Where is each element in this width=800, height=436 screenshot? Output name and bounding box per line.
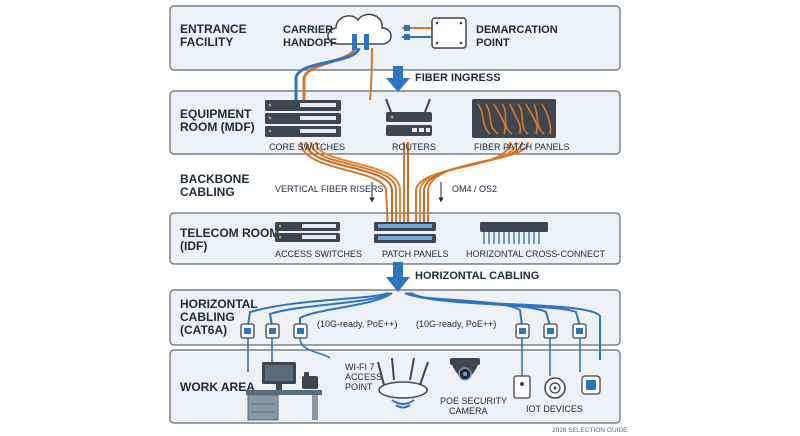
demarc-label-line2: POINT [476, 37, 510, 49]
horizontal-cable-runs [247, 292, 601, 360]
access-switches-label: ACCESS SWITCHES [275, 249, 362, 259]
om4-label: OM4 / OS2 [452, 184, 497, 194]
equipment-title-line2: ROOM (MDF) [180, 120, 255, 134]
fiber-ingress-label: FIBER INGRESS [415, 72, 501, 84]
router-icon [385, 98, 432, 136]
horizontal-title-line2: CABLING [180, 310, 235, 324]
carrier-label-line1: CARRIER [283, 24, 333, 36]
wifi-label-line2: ACCESS [345, 372, 382, 382]
work-area-title: WORK AREA [180, 380, 255, 394]
desk-icon [246, 390, 322, 421]
backbone-title-line2: CABLING [180, 185, 235, 199]
core-switches-label: CORE SWITCHES [269, 142, 345, 152]
monitor-icon [262, 362, 296, 390]
cloud-icon [327, 13, 392, 50]
patch-panels-label: PATCH PANELS [382, 249, 449, 259]
entrance-fiber-cables [294, 47, 373, 101]
down-arrow-icon [386, 66, 410, 92]
backbone-title-line1: BACKBONE [180, 172, 249, 186]
poe-camera-label-line1: POE SECURITY [440, 396, 507, 406]
demarcation-box-icon [402, 17, 467, 49]
desk-phone-icon [302, 372, 318, 389]
vertical-risers-label: VERTICAL FIBER RISERS [275, 184, 384, 194]
demarc-label-line1: DEMARCATION [476, 24, 558, 36]
entrance-title-line2: FACILITY [180, 35, 233, 49]
down-arrow-icon [386, 262, 410, 292]
footer-label: 2026 SELECTION GUIDE [552, 427, 628, 434]
poe-camera-label-line2: CAMERA [449, 406, 488, 416]
security-camera-icon [450, 358, 480, 381]
wall-jack-icon [240, 323, 587, 339]
wifi-label-line1: WI-FI 7 [345, 362, 375, 372]
horizontal-title-line1: HORIZONTAL [180, 297, 258, 311]
ten-g-label-left: (10G-ready, PoE++) [317, 319, 397, 329]
carrier-label-line2: HANDOFF [283, 37, 337, 49]
iot-devices-label: IOT DEVICES [526, 404, 583, 414]
wifi-access-point-icon [377, 357, 429, 409]
routers-label: ROUTERS [392, 142, 436, 152]
patch-panel-icon [374, 222, 436, 243]
rack-switch-icon [275, 222, 340, 242]
backbone-cable-bundle [300, 141, 529, 231]
telecom-title-line2: (IDF) [180, 239, 207, 253]
cross-connect-icon [480, 222, 548, 244]
horizontal-cabling-label: HORIZONTAL CABLING [415, 270, 539, 282]
cross-connect-label: HORIZONTAL CROSS-CONNECT [466, 249, 606, 259]
entrance-title-line1: ENTRANCE [180, 22, 247, 36]
fiber-patch-panel-icon [472, 99, 556, 138]
fiber-patch-panels-label: FIBER PATCH PANELS [474, 142, 570, 152]
wifi-label-line3: POINT [345, 382, 373, 392]
iot-device-icon [513, 375, 601, 399]
ten-g-label-right: (10G-ready, PoE++) [416, 319, 496, 329]
rack-switch-icon [265, 100, 341, 137]
telecom-title-line1: TELECOM ROOM [180, 226, 279, 240]
horizontal-title-line3: (CAT6A) [180, 323, 227, 337]
entrance-facility-panel [169, 5, 621, 71]
equipment-title-line1: EQUIPMENT [180, 107, 252, 121]
